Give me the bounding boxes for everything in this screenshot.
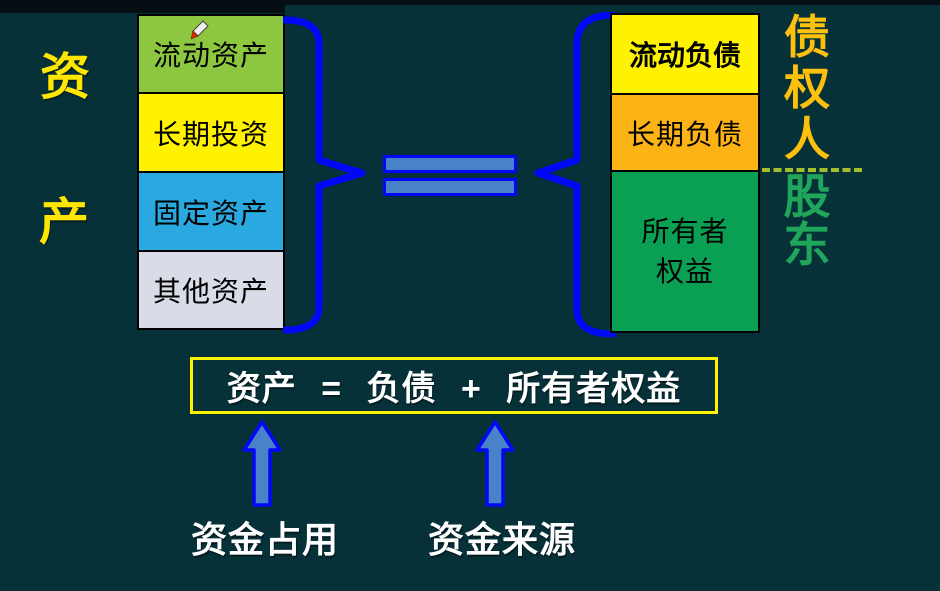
liability-box-current-label: 流动负债 [628,40,741,71]
right-brace-icon [534,12,617,337]
liability-box-current: 流动负债 [610,13,760,95]
asset-box-current: 流动资产 [137,14,285,94]
top-left-letterbox-strip [0,0,285,13]
arrow-up-right-icon [475,420,515,507]
assets-title-char-1: 资 [40,49,90,105]
equals-bar-bottom [383,178,517,196]
pen-cursor-icon [191,20,209,40]
asset-box-other: 其他资产 [137,250,285,330]
equals-bar-top [383,155,517,173]
creditors-shareholders-divider [762,168,862,172]
equity-box-label: 所有者权益 [641,216,729,287]
assets-stack: 流动资产 长期投资 固定资产 其他资产 [137,14,285,330]
asset-box-longterm-investment: 长期投资 [137,92,285,173]
creditors-label: 债权人 [784,11,830,165]
equation-box: 资产 = 负债 + 所有者权益 [190,357,718,414]
top-letterbox-strip [0,0,940,5]
shareholders-label: 股东 [783,170,831,271]
fund-usage-label: 资金占用 [191,519,340,560]
asset-box-other-label: 其他资产 [152,276,269,307]
asset-box-current-label: 流动资产 [152,40,269,71]
arrow-up-left-icon [242,420,282,507]
equity-box: 所有者权益 [610,170,760,333]
asset-box-longterm-investment-label: 长期投资 [152,118,269,150]
liability-box-longterm: 长期负债 [610,93,760,172]
asset-box-fixed-label: 固定资产 [152,197,269,229]
fund-source-label: 资金来源 [428,519,577,560]
left-brace-icon [283,16,366,334]
asset-box-fixed: 固定资产 [137,171,285,252]
assets-title-char-2: 产 [39,194,89,250]
equation-text: 资产 = 负债 + 所有者权益 [226,370,682,408]
liability-box-longterm-label: 长期负债 [626,118,743,150]
liabilities-stack: 流动负债 长期负债 所有者权益 [610,13,760,333]
